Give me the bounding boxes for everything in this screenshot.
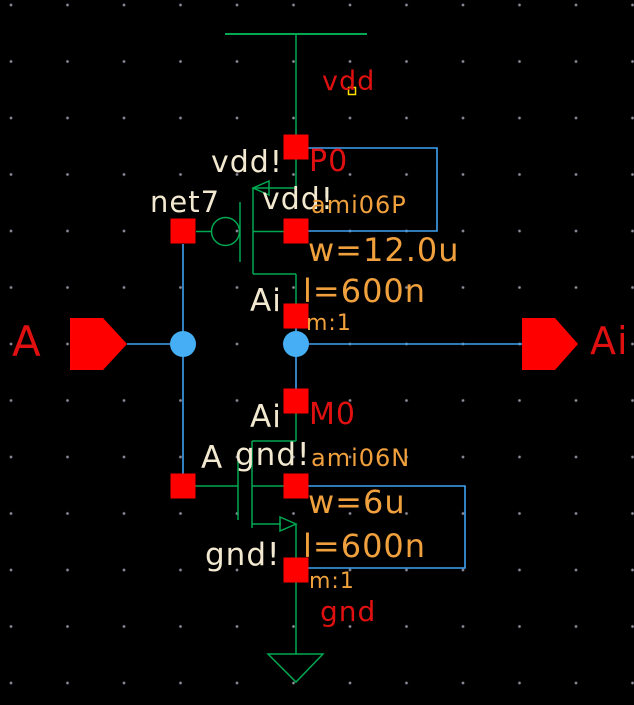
solder-dot-input[interactable] bbox=[170, 331, 196, 357]
output-port-label[interactable]: Ai bbox=[590, 319, 629, 363]
gnd-rail-label[interactable]: gnd bbox=[320, 595, 377, 628]
pmos-model-label[interactable]: ami06P bbox=[311, 191, 407, 219]
nmos-drain-net-label[interactable]: Ai bbox=[250, 399, 282, 435]
pin-handle-nmos-gate[interactable] bbox=[170, 473, 196, 499]
nmos-gate-net-label[interactable]: A bbox=[201, 440, 224, 476]
vdd-rail-label[interactable]: vdd bbox=[322, 66, 376, 97]
nmos-instance-label[interactable]: M0 bbox=[309, 397, 356, 432]
nmos-length-label[interactable]: l=600n bbox=[303, 527, 427, 565]
nmos-source-net-label[interactable]: gnd! bbox=[205, 537, 281, 573]
label-origin-marker-icon bbox=[347, 86, 357, 96]
pin-handle-pmos-bulk[interactable] bbox=[283, 218, 309, 244]
pmos-source-net-label[interactable]: vdd! bbox=[211, 145, 283, 180]
gnd-symbol[interactable] bbox=[266, 570, 325, 684]
pmos-length-label[interactable]: l=600n bbox=[303, 272, 427, 310]
nmos-mult-label[interactable]: m:1 bbox=[309, 569, 355, 594]
pmos-gate-bubble-icon bbox=[210, 216, 241, 247]
pmos-mult-label[interactable]: m:1 bbox=[306, 311, 352, 336]
pmos-source-arrow-icon bbox=[251, 179, 270, 197]
pmos-drain-net-label[interactable]: Ai bbox=[250, 283, 282, 319]
pmos-gate-net-label[interactable]: net7 bbox=[150, 185, 221, 219]
pmos-bulk-net-label[interactable]: vdd! bbox=[262, 182, 334, 217]
nmos-model-label[interactable]: ami06N bbox=[311, 444, 411, 472]
pin-handle-pmos-drain[interactable] bbox=[283, 303, 309, 329]
pmos-instance-label[interactable]: P0 bbox=[309, 144, 349, 179]
pin-handle-pmos-gate[interactable] bbox=[170, 218, 196, 244]
output-port-shape[interactable] bbox=[522, 318, 578, 370]
nmos-source-arrow-icon bbox=[279, 515, 298, 533]
pmos-width-label[interactable]: w=12.0u bbox=[308, 231, 460, 269]
pin-handle-nmos-drain[interactable] bbox=[283, 388, 309, 414]
solder-dot-output[interactable] bbox=[283, 331, 309, 357]
nmos-bulk-net-label[interactable]: gnd! bbox=[235, 437, 311, 473]
gnd-triangle-icon bbox=[266, 653, 325, 684]
pmos-source-bulk-tie-wire[interactable] bbox=[308, 147, 438, 232]
vdd-rail-symbol[interactable] bbox=[225, 33, 367, 188]
nmos-width-label[interactable]: w=6u bbox=[308, 483, 406, 521]
pin-handle-nmos-bulk[interactable] bbox=[283, 473, 309, 499]
input-port-label[interactable]: A bbox=[12, 317, 42, 366]
pin-handle-nmos-source[interactable] bbox=[283, 557, 309, 583]
input-port-shape[interactable] bbox=[70, 318, 127, 370]
nmos-source-bulk-tie-wire[interactable] bbox=[308, 485, 466, 569]
pin-handle-pmos-source[interactable] bbox=[283, 134, 309, 160]
